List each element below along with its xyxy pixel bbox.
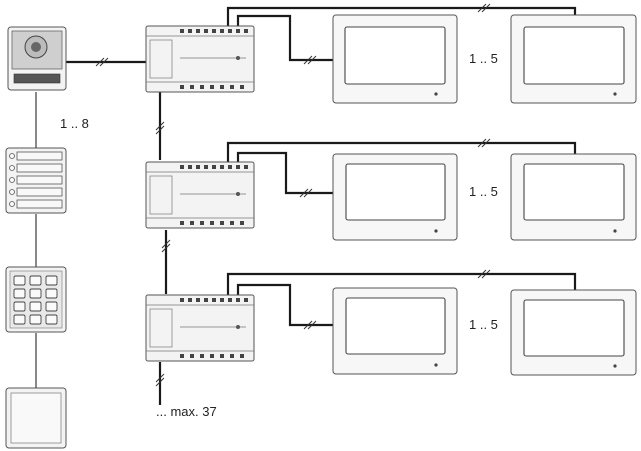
row1-monitor-wire <box>236 14 333 62</box>
monitor-1-1 <box>332 14 458 104</box>
monitor-3-1 <box>332 287 458 375</box>
distributor-1 <box>145 25 255 93</box>
row1-monitor-count-label: 1 .. 5 <box>469 51 498 66</box>
button-module <box>5 147 67 214</box>
cable-slash-marks <box>95 3 491 387</box>
row3-monitor-wire <box>236 283 333 327</box>
blank-module <box>5 387 67 449</box>
row2-monitor-wire <box>236 151 333 195</box>
row2-monitor-count-label: 1 .. 5 <box>469 184 498 199</box>
modules-count-label: 1 .. 8 <box>60 116 89 131</box>
distributor-3 <box>145 294 255 362</box>
monitor-2-1 <box>332 153 458 241</box>
row1-top-wire <box>226 6 577 26</box>
keypad-module <box>5 266 67 333</box>
speaker-grille <box>13 73 61 84</box>
monitor-1-2 <box>510 14 637 104</box>
row3-monitor-count-label: 1 .. 5 <box>469 317 498 332</box>
distributor-2 <box>145 161 255 229</box>
row2-top-wire <box>226 141 577 162</box>
monitor-2-2 <box>510 153 637 241</box>
monitor-3-2 <box>510 289 637 376</box>
camera-module <box>7 26 67 91</box>
row3-top-wire <box>226 272 577 295</box>
wiring <box>35 3 577 405</box>
max-distributors-label: ... max. 37 <box>156 404 217 419</box>
